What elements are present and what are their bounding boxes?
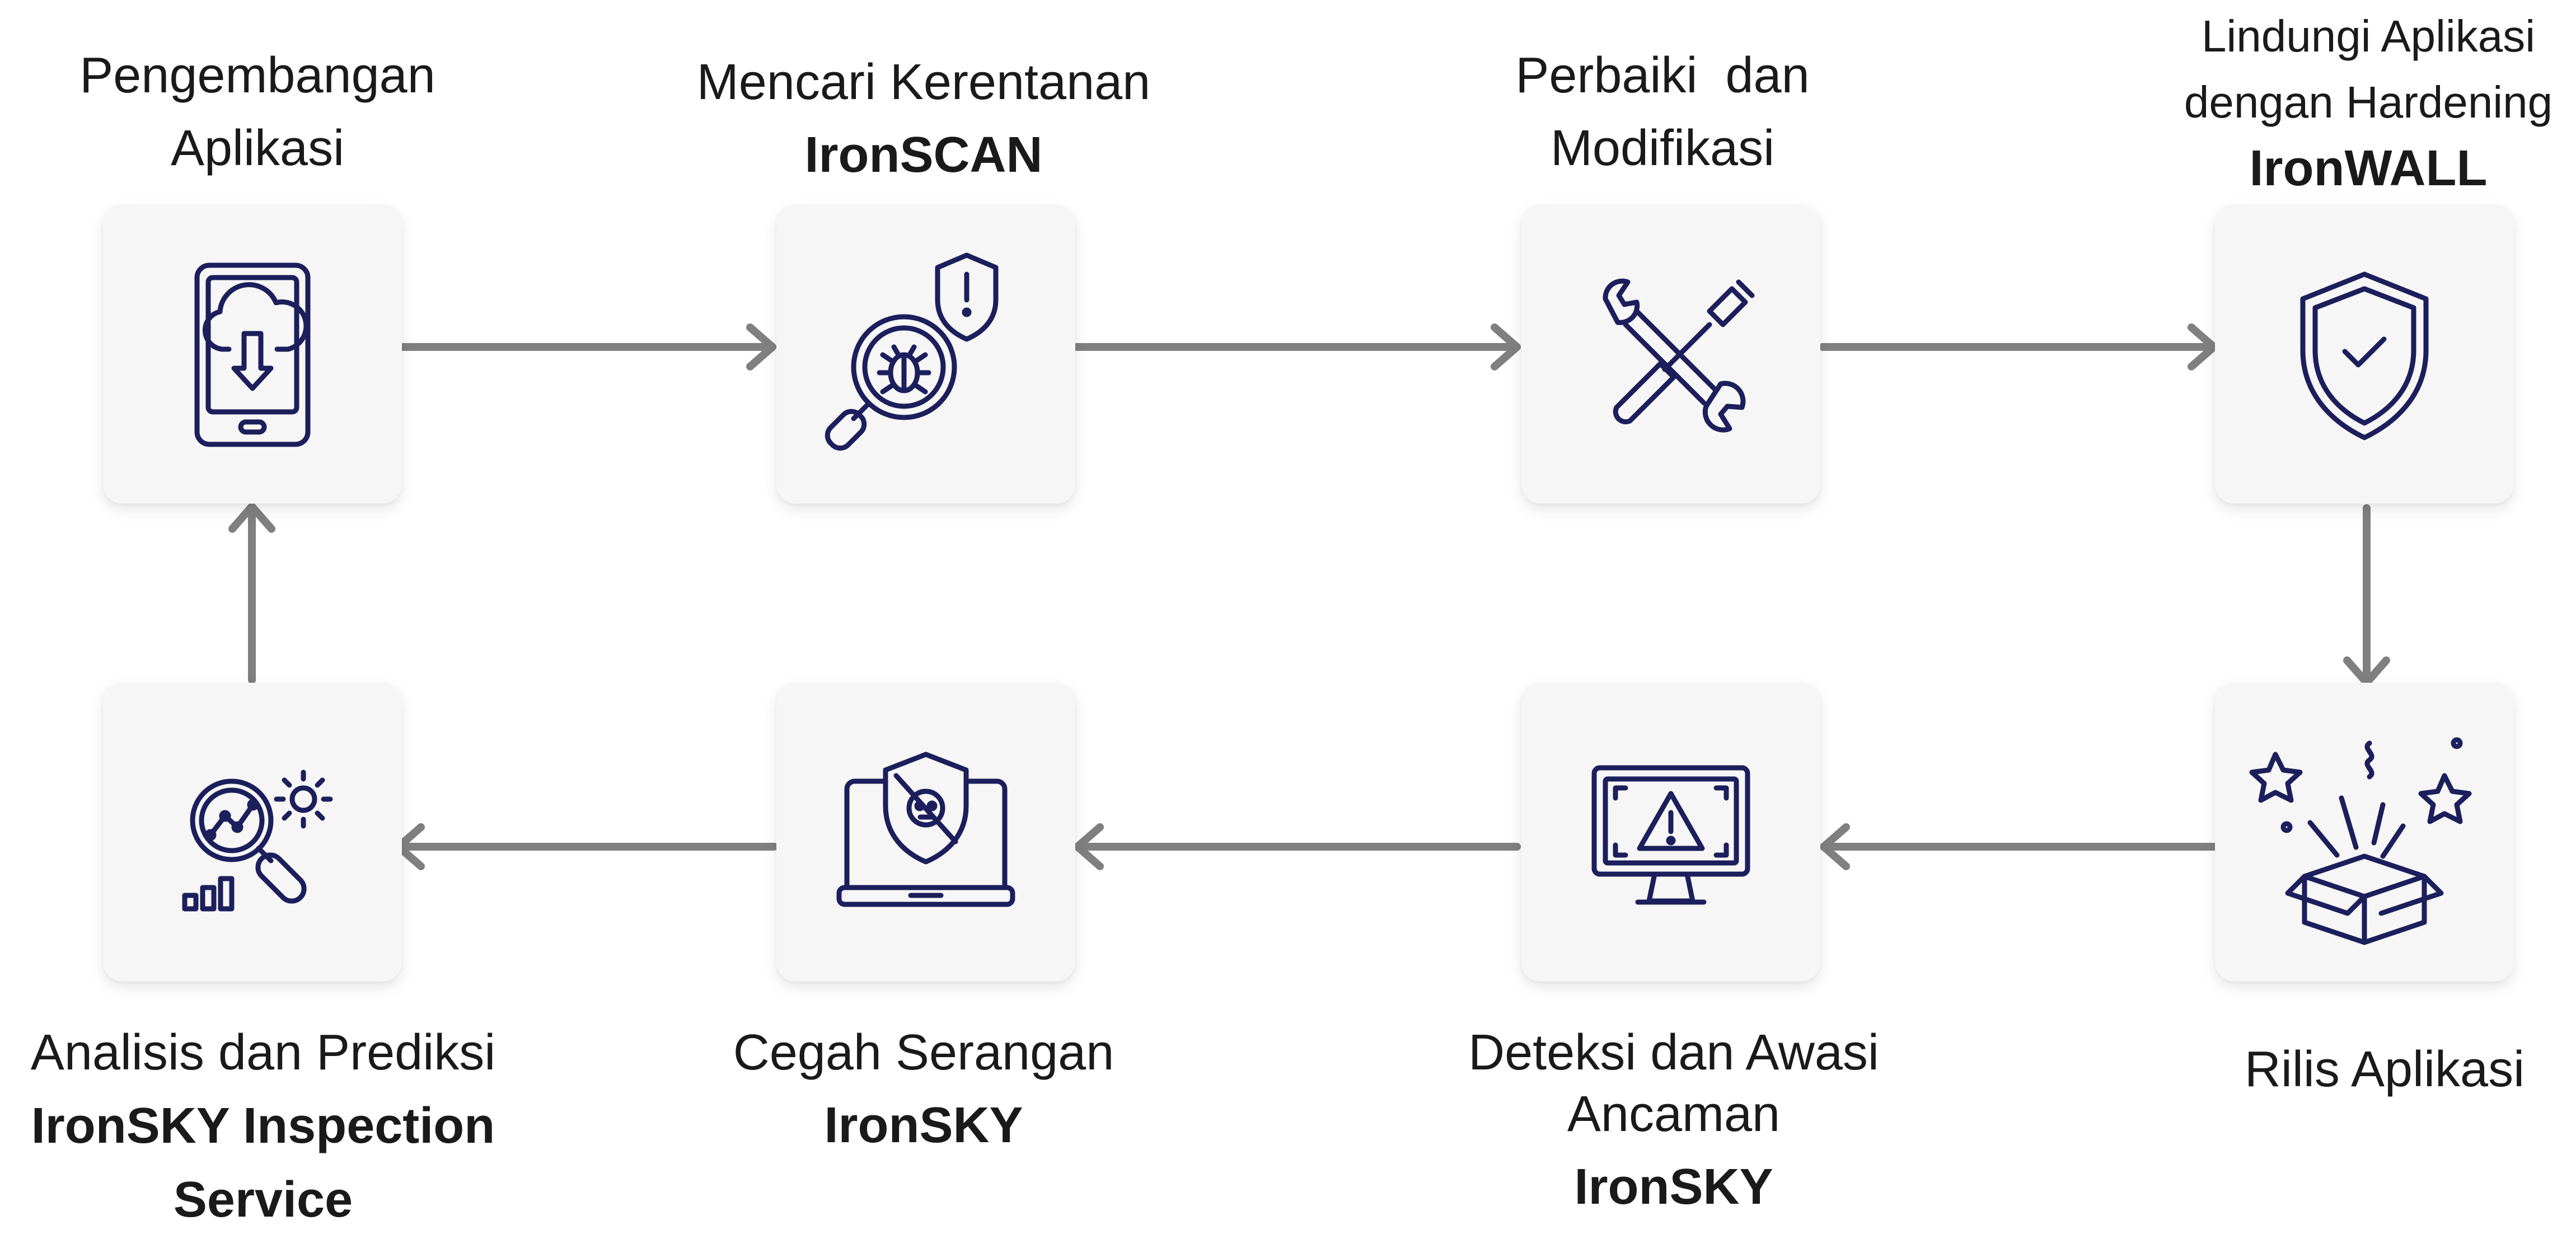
- magnifier-bug-shield-icon: [825, 252, 999, 451]
- laptop-shield-virus-icon: [836, 752, 1015, 907]
- wrench-screwdriver-icon: [1603, 278, 1755, 433]
- step-find-vulnerabilities-label: Mencari Kerentanan IronSCAN: [696, 54, 1151, 183]
- step-app-development-card: [103, 205, 402, 504]
- step-analysis-prediction-card: [103, 683, 402, 982]
- step-analysis-prediction-label: Analisis dan Prediksi IronSKY Inspection…: [30, 1025, 496, 1228]
- step-detect-monitor-card: [1521, 683, 1820, 982]
- step-protect-hardening-card: [2215, 205, 2514, 504]
- step-find-vulnerabilities-card: [776, 205, 1075, 504]
- analytics-search-gear-icon: [182, 769, 333, 912]
- arrow-3-to-4: [1819, 323, 2218, 370]
- gift-box-stars-icon: [2249, 737, 2472, 945]
- step-release-app-label: Rilis Aplikasi: [2244, 1041, 2525, 1097]
- step-release-app-card: [2215, 683, 2514, 982]
- monitor-warning-icon: [1591, 765, 1750, 905]
- arrow-4-to-5: [2343, 504, 2390, 687]
- shield-check-icon: [2300, 271, 2429, 440]
- arrow-7-to-8: [395, 823, 778, 870]
- step-protect-hardening-label: Lindungi Aplikasi dengan Hardening IronW…: [2184, 11, 2553, 196]
- mobile-cloud-download-icon: [194, 262, 311, 447]
- arrow-8-to-1: [228, 503, 275, 684]
- step-fix-modify-card: [1521, 205, 1820, 504]
- arrow-1-to-2: [399, 323, 776, 370]
- step-prevent-attack-label: Cegah Serangan IronSKY: [733, 1025, 1114, 1153]
- step-detect-monitor-label: Deteksi dan Awasi Ancaman IronSKY: [1468, 1025, 1879, 1215]
- step-fix-modify-label: Perbaiki dan Modifikasi: [1515, 48, 1810, 176]
- arrow-5-to-6: [1820, 823, 2218, 870]
- step-app-development-label: Pengembangan Aplikasi: [79, 48, 435, 176]
- arrow-2-to-3: [1072, 323, 1521, 370]
- step-prevent-attack-card: [776, 683, 1075, 982]
- arrow-6-to-7: [1074, 823, 1521, 870]
